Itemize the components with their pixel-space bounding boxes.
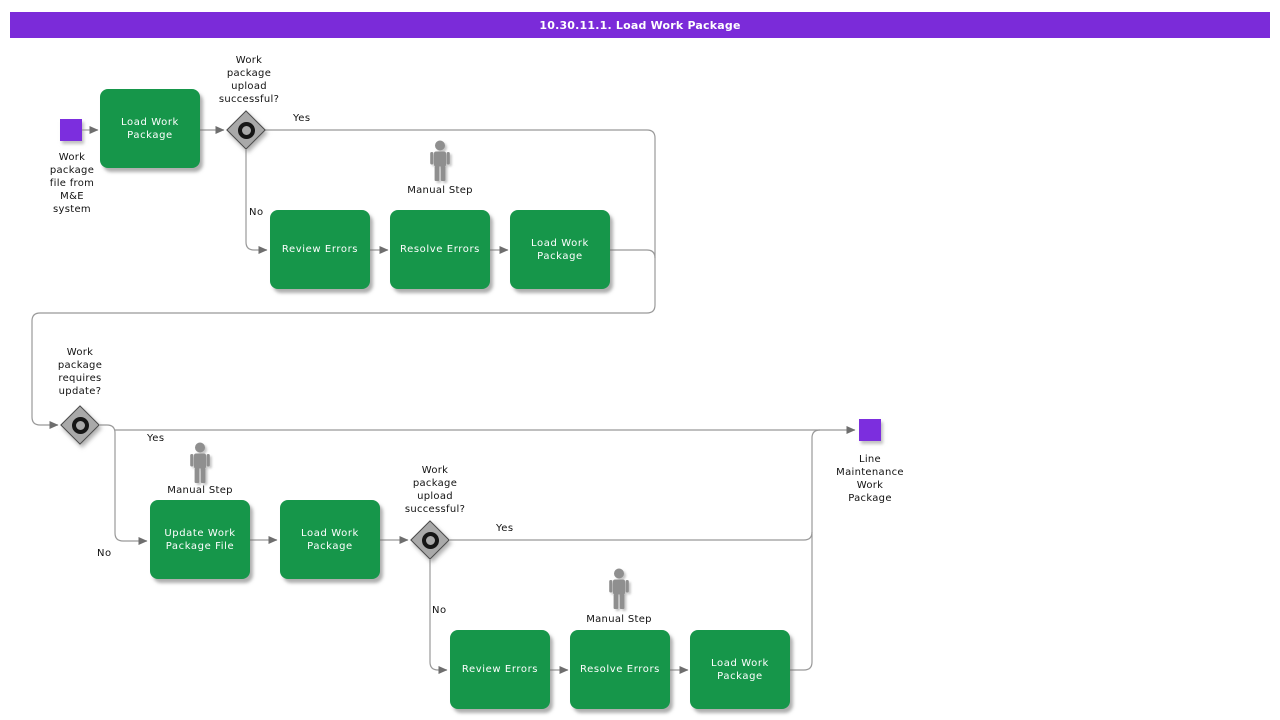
task-load-work-package-4[interactable]: Load Work Package: [690, 630, 790, 709]
manual-step-label-1: Manual Step: [407, 185, 473, 196]
gateway-ring-icon: [421, 531, 439, 549]
connector-load4-merge-rail: [790, 429, 821, 671]
manual-step-person-icon: [190, 442, 210, 483]
task-review-errors-2[interactable]: Review Errors: [450, 630, 550, 709]
gateway-upload-successful-1[interactable]: [226, 110, 266, 150]
gateway3-yes-label: Yes: [496, 523, 514, 534]
task-resolve-errors-1[interactable]: Resolve Errors: [390, 210, 490, 289]
connector-load2-merge: [610, 249, 656, 259]
gateway2-question-label: Work package requires update?: [57, 347, 103, 397]
gateway2-no-label: No: [97, 548, 112, 559]
end-event-label: Line Maintenance Work Package: [836, 454, 904, 504]
start-event[interactable]: [60, 119, 82, 141]
start-event-label: Work package file from M&E system: [49, 152, 95, 215]
gateway3-question-label: Work package upload successful?: [404, 465, 466, 515]
gateway-ring-icon: [237, 121, 255, 139]
task-load-work-package-1[interactable]: Load Work Package: [100, 89, 200, 168]
manual-step-person-icon: [430, 140, 450, 181]
gateway1-no-label: No: [249, 207, 264, 218]
gateway-requires-update[interactable]: [60, 405, 100, 445]
gateway-upload-successful-2[interactable]: [410, 520, 450, 560]
connector-gateway3-no: [429, 560, 448, 674]
diagram-title: 10.30.11.1. Load Work Package: [539, 18, 741, 32]
connector-gateway1-yes-loop: [31, 129, 656, 429]
gateway1-question-label: Work package upload successful?: [218, 55, 280, 105]
gateway1-yes-label: Yes: [293, 113, 311, 124]
manual-step-label-3: Manual Step: [586, 614, 652, 625]
task-load-work-package-2[interactable]: Load Work Package: [510, 210, 610, 289]
connector-gateway2-no: [100, 424, 148, 545]
manual-step-label-2: Manual Step: [167, 485, 233, 496]
task-resolve-errors-2[interactable]: Resolve Errors: [570, 630, 670, 709]
gateway-ring-icon: [71, 416, 89, 434]
task-load-work-package-3[interactable]: Load Work Package: [280, 500, 380, 579]
gateway3-no-label: No: [432, 605, 447, 616]
diagram-title-bar: 10.30.11.1. Load Work Package: [10, 12, 1270, 38]
connector-gateway1-no: [245, 150, 268, 254]
task-update-work-package-file[interactable]: Update Work Package File: [150, 500, 250, 579]
manual-step-person-icon: [609, 568, 629, 609]
gateway2-yes-label: Yes: [147, 433, 165, 444]
end-event[interactable]: [859, 419, 881, 441]
task-review-errors-1[interactable]: Review Errors: [270, 210, 370, 289]
